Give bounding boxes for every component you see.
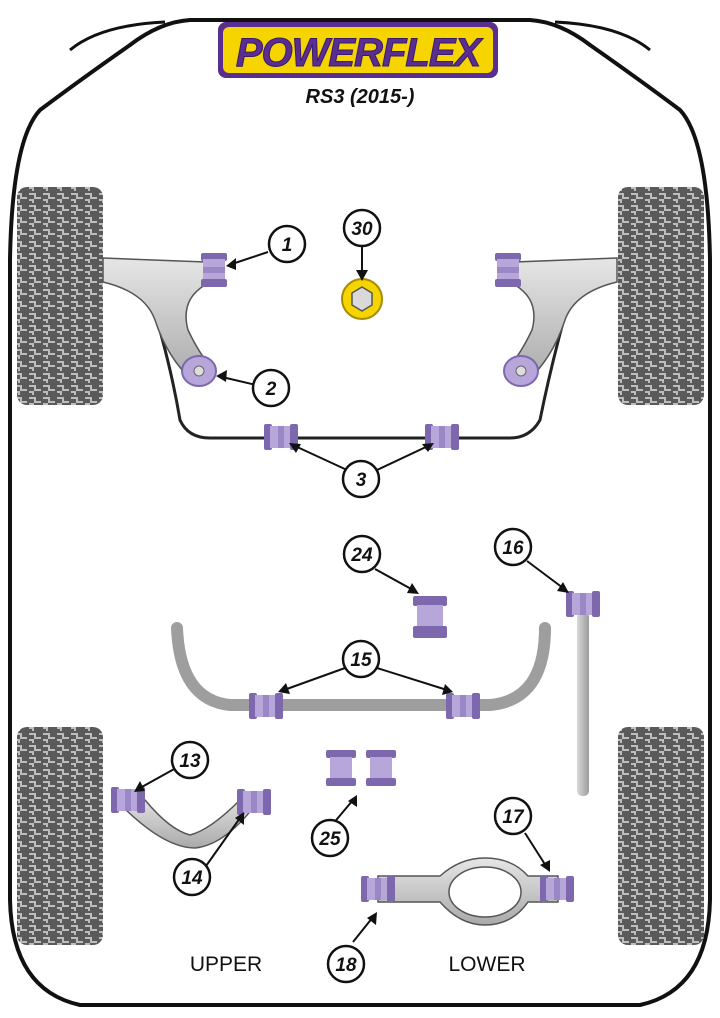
callout-16-label: 16 [502, 538, 524, 559]
brand-name: POWERFLEX [236, 31, 484, 75]
callout-3-label: 3 [356, 470, 367, 491]
upper-label: UPPER [190, 953, 262, 976]
front-left-wheel [17, 187, 103, 405]
callout-16: 16 [493, 527, 533, 567]
bush-16 [566, 591, 600, 617]
callout-13: 13 [170, 740, 210, 780]
lower-label: LOWER [448, 953, 525, 976]
bush-2-right [503, 355, 539, 387]
callout-25: 25 [310, 818, 350, 858]
callout-25-label: 25 [318, 829, 341, 850]
callout-13-label: 13 [179, 751, 201, 772]
bush-18 [361, 876, 395, 902]
bush-25 [326, 750, 396, 786]
callout-14: 14 [172, 857, 212, 897]
callout-30-label: 30 [351, 219, 373, 240]
car-body-outline [8, 18, 712, 1007]
car-body-inner-line [69, 20, 651, 52]
callout-24-label: 24 [350, 545, 373, 566]
bush-14 [237, 789, 271, 815]
powerflex-logo: POWERFLEX [218, 22, 498, 78]
callout-2: 2 [251, 368, 291, 408]
bush-15-right [446, 693, 480, 719]
callout-15-label: 15 [350, 650, 372, 671]
mount-30 [341, 278, 383, 320]
bush-2-left [181, 355, 217, 387]
bush-1-left [201, 253, 227, 287]
callout-1: 1 [267, 224, 307, 264]
callout-17-label: 17 [502, 807, 525, 828]
lower-rear-arm [377, 857, 559, 926]
callout-2-label: 2 [265, 379, 277, 400]
callout-18: 18 [326, 944, 366, 984]
bush-17 [540, 876, 574, 902]
bush-15-left [249, 693, 283, 719]
bush-24 [413, 596, 447, 638]
callout-17: 17 [493, 796, 533, 836]
rear-right-wheel [618, 727, 704, 945]
callout-30: 30 [342, 208, 382, 248]
drop-link-rod [577, 612, 589, 796]
bush-1-right [495, 253, 521, 287]
rear-left-wheel [17, 727, 103, 945]
rear-anti-roll-bar [171, 622, 551, 711]
callout-15: 15 [341, 639, 381, 679]
callout-24: 24 [342, 534, 382, 574]
callout-3: 3 [341, 459, 381, 499]
callout-arrows [139, 246, 564, 943]
model-title: RS3 (2015-) [306, 86, 415, 108]
front-right-wheel [618, 187, 704, 405]
callout-14-label: 14 [181, 868, 203, 889]
callout-arrowheads [134, 258, 569, 925]
front-subframe [146, 289, 574, 440]
callout-18-label: 18 [335, 955, 357, 976]
callout-1-label: 1 [282, 235, 293, 256]
